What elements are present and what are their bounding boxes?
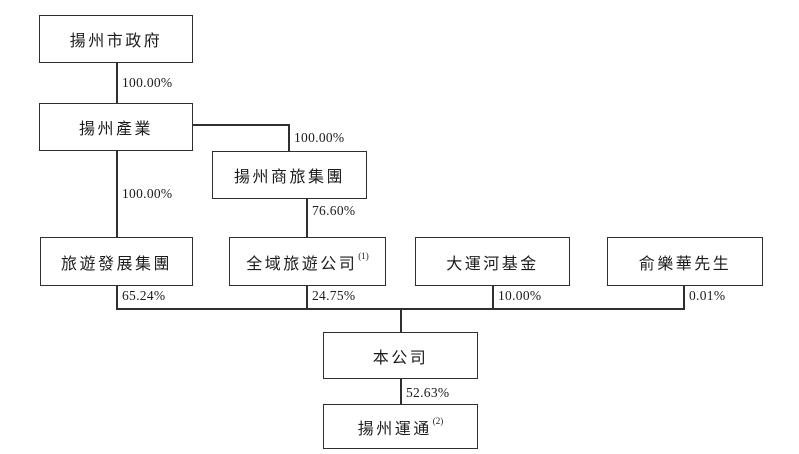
node-yangzhou-business-travel-group: 揚州商旅集團 bbox=[212, 151, 367, 199]
connector-bus-to-company bbox=[400, 308, 402, 332]
footnote-marker-2: (2) bbox=[432, 415, 444, 426]
pct-company-to-yuntong: 52.63% bbox=[406, 385, 450, 400]
connector-shanglv-to-quanyu bbox=[306, 199, 308, 237]
node-label: 俞樂華先生 bbox=[638, 255, 732, 273]
pct-canal-fund-to-company: 10.00% bbox=[498, 288, 542, 303]
node-label: 旅遊發展集團 bbox=[60, 255, 172, 273]
node-label: 揚州產業 bbox=[78, 121, 153, 138]
node-yangzhou-government: 揚州市政府 bbox=[39, 15, 193, 63]
connector-gov-to-industry bbox=[116, 63, 118, 103]
pct-tourism-to-company: 65.24% bbox=[122, 288, 166, 303]
footnote-marker-1: (1) bbox=[358, 250, 369, 261]
node-quanyu-tourism-company: 全域旅遊公司(1) bbox=[229, 237, 386, 286]
connector-mr-yu-to-bus bbox=[683, 286, 685, 310]
pct-quanyu-to-company: 24.75% bbox=[312, 288, 356, 303]
connector-industry-elbow-h bbox=[193, 124, 290, 126]
node-yangzhou-yuntong: 揚州運通(2) bbox=[323, 404, 478, 449]
node-mr-yu-lehua: 俞樂華先生 bbox=[607, 237, 763, 286]
connector-industry-to-tourism bbox=[116, 151, 118, 237]
node-label: 揚州商旅集團 bbox=[233, 169, 345, 186]
connector-tourism-to-bus bbox=[116, 286, 118, 310]
pct-shanglv-to-quanyu: 76.60% bbox=[312, 203, 356, 218]
connector-quanyu-to-bus bbox=[306, 286, 308, 310]
connector-industry-to-shanglv bbox=[288, 124, 290, 151]
node-label: 全域旅遊公司 bbox=[246, 255, 358, 273]
node-label: 大運河基金 bbox=[446, 255, 539, 273]
pct-industry-to-shanglv: 100.00% bbox=[294, 130, 345, 145]
connector-canal-fund-to-bus bbox=[492, 286, 494, 310]
node-the-company: 本公司 bbox=[323, 332, 478, 379]
node-grand-canal-fund: 大運河基金 bbox=[415, 237, 570, 286]
connector-company-to-yuntong bbox=[400, 379, 402, 404]
node-yangzhou-industry: 揚州產業 bbox=[39, 103, 193, 151]
node-label: 揚州市政府 bbox=[69, 33, 163, 50]
pct-mr-yu-to-company: 0.01% bbox=[689, 288, 726, 303]
node-tourism-development-group: 旅遊發展集團 bbox=[40, 237, 193, 286]
node-label: 揚州運通 bbox=[357, 420, 432, 438]
pct-industry-to-tourism: 100.00% bbox=[122, 186, 173, 201]
pct-gov-to-industry: 100.00% bbox=[122, 75, 173, 90]
node-label: 本公司 bbox=[372, 349, 429, 367]
